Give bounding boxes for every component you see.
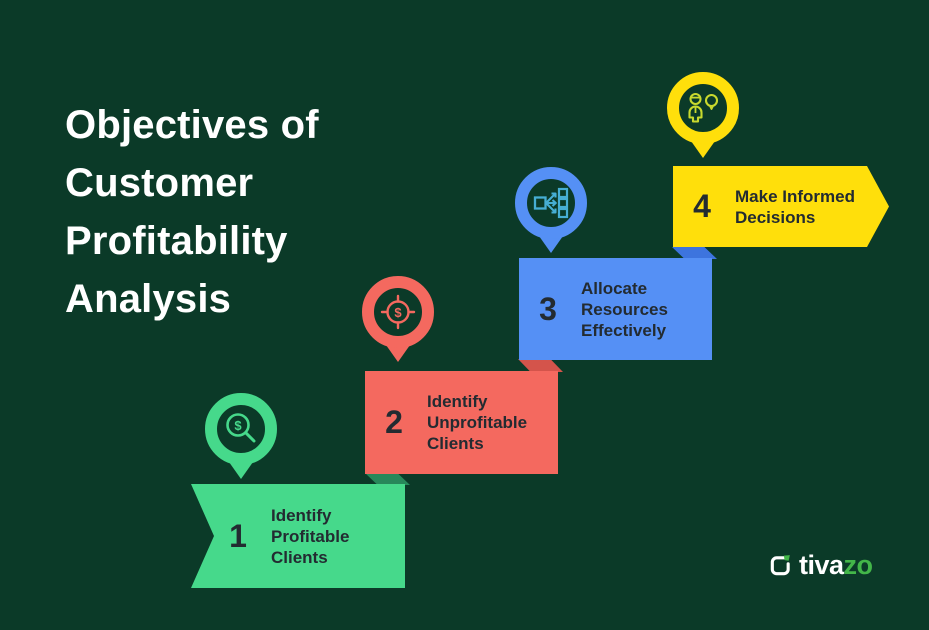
step-2-identify-unprofitable-clients: 2 Identify Unprofitable Clients: [365, 371, 558, 474]
pin-tail: [229, 462, 253, 479]
logo-text-white: tiva: [799, 550, 844, 580]
step-1-number: 1: [229, 517, 247, 554]
step-1-pin: $: [205, 393, 277, 479]
magnifier-dollar-icon: $: [221, 409, 261, 449]
step-2-number: 2: [385, 404, 403, 440]
target-dollar-icon: $: [378, 292, 418, 332]
step-4-label: Make Informed Decisions: [735, 186, 855, 227]
people-idea-icon: [683, 88, 723, 128]
step-1-identify-profitable-clients: 1 Identify Profitable Clients: [191, 484, 405, 588]
ribbon-fold-step1: [365, 473, 410, 485]
svg-text:$: $: [234, 418, 242, 433]
step-4-make-informed-decisions: 4 Make Informed Decisions: [673, 166, 889, 247]
logo-text-green: zo: [843, 550, 874, 580]
tivazo-logo-text: tivazo: [799, 550, 873, 581]
step-1-label: Identify Profitable Clients: [271, 505, 350, 567]
pin-tail: [539, 236, 563, 253]
ribbon-fold-step2: [518, 359, 563, 372]
step-3-number: 3: [539, 290, 557, 327]
step-4-pin: [667, 72, 739, 158]
ribbon-fold-step3: [672, 247, 717, 259]
step-2-pin: $: [362, 276, 434, 362]
tivazo-logo: tivazo: [768, 550, 873, 581]
page-title: Objectives of Customer Profitability Ana…: [65, 103, 319, 321]
step-2-label: Identify Unprofitable Clients: [427, 392, 528, 453]
step-3-pin: [515, 167, 587, 253]
distribution-icon: [531, 183, 571, 223]
step-3-allocate-resources: 3 Allocate Resources Effectively: [519, 258, 712, 360]
tivazo-logo-icon: [770, 554, 790, 575]
step-3-label: Allocate Resources Effectively: [581, 278, 668, 340]
pin-tail: [691, 141, 715, 158]
step-4-number: 4: [693, 188, 711, 224]
svg-text:$: $: [394, 305, 402, 320]
pin-tail: [386, 345, 410, 362]
